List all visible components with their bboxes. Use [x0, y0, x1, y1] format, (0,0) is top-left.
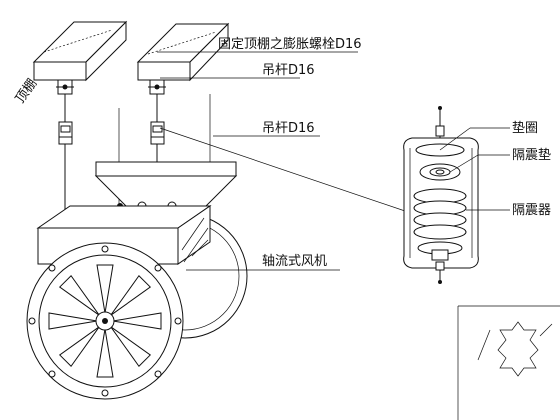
- leader-isolation-pad: [449, 154, 510, 173]
- fan-impeller: [48, 264, 162, 378]
- leader-washer: [439, 127, 510, 151]
- fan-mount-bracket: [94, 161, 238, 211]
- ceiling-slab-left: [32, 20, 128, 82]
- isolation-pad-label: 隔震垫: [512, 147, 551, 163]
- rod-isolator-left: [58, 121, 73, 145]
- rod-isolator-right: [150, 121, 165, 145]
- anchor-bolt-label: 固定顶棚之膨胀螺栓D16: [218, 37, 362, 52]
- isolator-label: 隔震器: [512, 203, 551, 218]
- rod-upper-label: 吊杆D16: [262, 63, 315, 78]
- expansion-bolt-left: [56, 79, 74, 95]
- detail-callout-line: [159, 127, 409, 213]
- isolator-detail: [403, 106, 479, 284]
- fan-label: 轴流式风机: [262, 254, 327, 269]
- section-symbol: [457, 305, 560, 420]
- expansion-bolt-right: [148, 79, 166, 95]
- washer-label: 垫圈: [512, 120, 538, 136]
- ceiling-label: 顶棚: [13, 76, 40, 106]
- rod-lower-label: 吊杆D16: [262, 121, 315, 136]
